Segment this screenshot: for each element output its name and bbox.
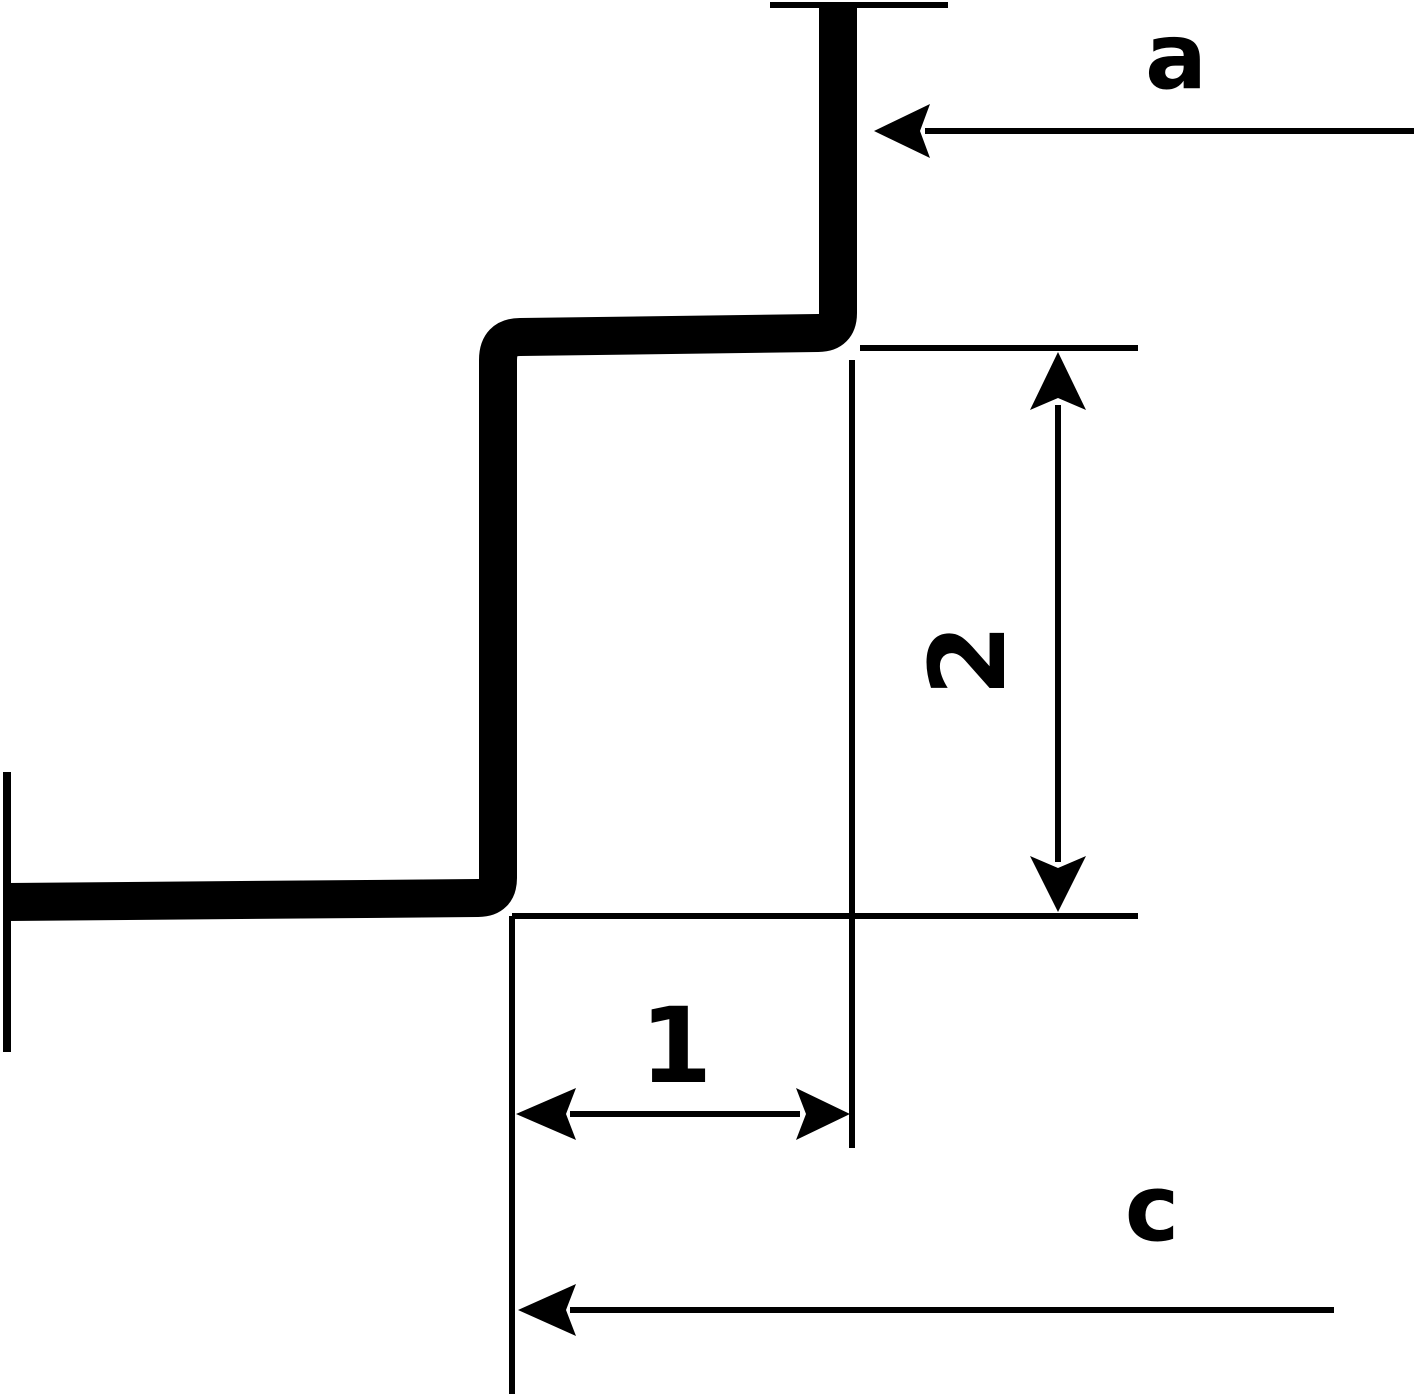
height-arrow-down [1030, 856, 1086, 912]
arrow-a-head [874, 104, 930, 158]
height-arrow-up [1030, 352, 1086, 410]
label-width-1: 1 [640, 985, 712, 1107]
width-arrow-right [796, 1088, 850, 1140]
label-height-2: 2 [907, 624, 1029, 696]
label-c: c [1125, 1155, 1180, 1262]
width-arrow-left [516, 1088, 576, 1140]
label-a: a [1145, 3, 1207, 110]
arrow-c-head [518, 1284, 576, 1336]
step-profile-line [7, 8, 857, 921]
